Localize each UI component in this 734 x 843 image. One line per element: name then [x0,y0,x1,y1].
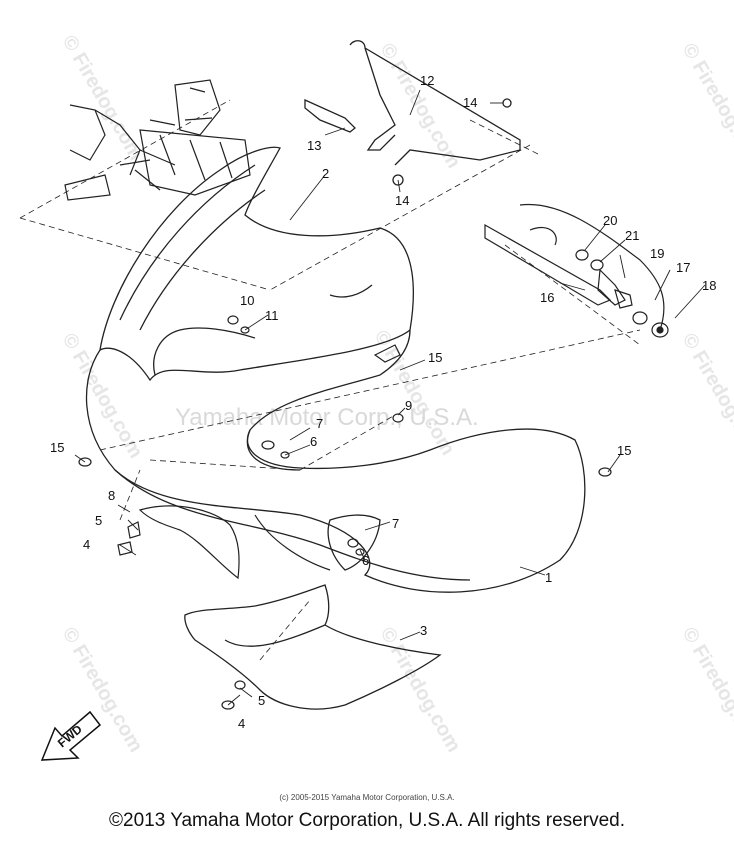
right-assembly [484,203,669,338]
part-label-5a: 5 [258,693,265,708]
part-label-15a: 15 [50,440,64,455]
part-label-7b: 7 [392,516,399,531]
part-label-13: 13 [307,138,321,153]
part-label-16: 16 [540,290,554,305]
part-label-14b: 14 [395,193,409,208]
part-label-14a: 14 [463,95,477,110]
part-label-15b: 15 [428,350,442,365]
leader-lines [74,89,706,706]
part-label-19: 19 [650,246,664,261]
part-label-15c: 15 [617,443,631,458]
main-copyright: ©2013 Yamaha Motor Corporation, U.S.A. A… [109,810,625,831]
cowling-part-2 [99,146,414,382]
part-label-10: 10 [240,293,254,308]
part-label-4b: 4 [83,537,90,552]
watermark-bottom-right: © Firedog.com [678,624,734,757]
side-cover [138,505,331,580]
watermark-mid-right: © Firedog.com [678,330,734,463]
part-label-21: 21 [625,228,639,243]
small-copyright: (c) 2005-2015 Yamaha Motor Corporation, … [279,793,455,802]
part-labels: 1 2 3 4 4 5 5 6 6 7 7 8 9 10 11 12 13 14… [50,73,716,731]
part-label-20: 20 [603,213,617,228]
part-label-9: 9 [405,398,412,413]
watermark-top-center: © Firedog.com [376,40,465,173]
watermark-bottom-center: © Firedog.com [376,624,465,757]
part-label-3: 3 [420,623,427,638]
bottom-pan-part-3 [184,584,442,710]
part-label-11: 11 [265,308,279,323]
watermark-top-right: © Firedog.com [678,40,734,173]
part-label-6b: 6 [362,553,369,568]
part-label-17: 17 [676,260,690,275]
watermark-top-left: © Firedog.com [58,32,147,165]
parts-diagram: © Firedog.com © Firedog.com © Firedog.co… [19,32,734,761]
part-label-18: 18 [702,278,716,293]
part-label-12: 12 [420,73,434,88]
body-part-1 [85,329,586,593]
part-label-7a: 7 [316,416,323,431]
part-label-6a: 6 [310,434,317,449]
part-label-4a: 4 [238,716,245,731]
part-label-2: 2 [322,166,329,181]
watermark-center-firedog: © Firedog.com [370,327,459,460]
part-label-5b: 5 [95,513,102,528]
part-label-1: 1 [545,570,552,585]
frame-assembly [64,79,251,201]
watermark-center: Yamaha Motor Corp., U.S.A. [175,404,479,431]
hardware [78,315,612,710]
fwd-arrow: FWD [40,710,102,761]
part-label-8: 8 [108,488,115,503]
bracket-part-12 [304,40,521,186]
